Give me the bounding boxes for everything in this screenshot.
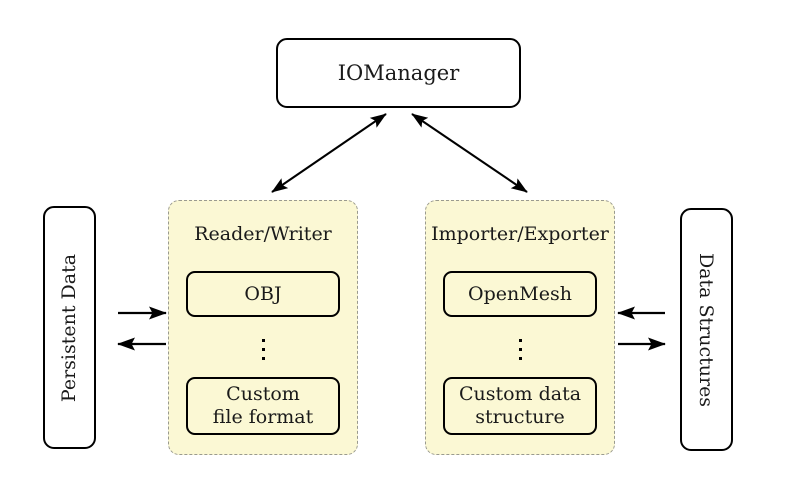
arrow-manager-readerwriter <box>271 113 387 193</box>
node-iomanager[interactable]: IOManager <box>276 38 521 108</box>
group-importer-exporter-title: Importer/Exporter <box>431 223 609 245</box>
persistent-data-label: Persistent Data <box>58 253 81 402</box>
arrow-manager-importerexporter <box>411 113 528 193</box>
importer-exporter-ellipsis-icon <box>426 329 614 369</box>
group-item-openmesh-label: OpenMesh <box>468 282 572 305</box>
data-structures-label: Data Structures <box>695 252 718 407</box>
group-item-obj[interactable]: OBJ <box>186 271 340 317</box>
reader-writer-ellipsis-icon <box>169 329 357 369</box>
iomanager-label: IOManager <box>337 60 460 85</box>
group-item-openmesh[interactable]: OpenMesh <box>443 271 597 317</box>
group-item-obj-label: OBJ <box>244 282 282 305</box>
node-persistent-data[interactable]: Persistent Data <box>43 206 96 449</box>
node-data-structures[interactable]: Data Structures <box>680 208 733 451</box>
group-reader-writer-title: Reader/Writer <box>194 223 332 245</box>
